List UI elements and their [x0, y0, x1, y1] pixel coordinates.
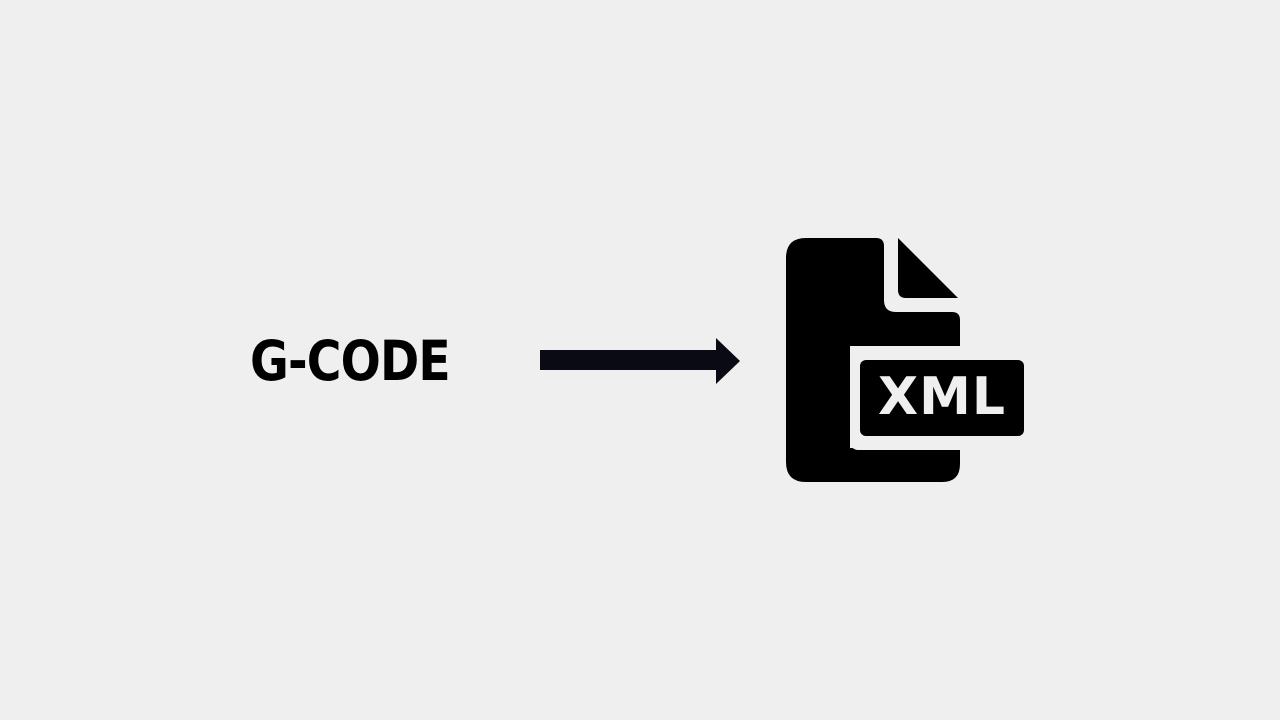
arrow-right-icon [540, 338, 740, 384]
xml-file-icon [786, 238, 1028, 482]
source-format-label: G-CODE [250, 329, 451, 393]
xml-badge-label: XML [878, 367, 1006, 427]
